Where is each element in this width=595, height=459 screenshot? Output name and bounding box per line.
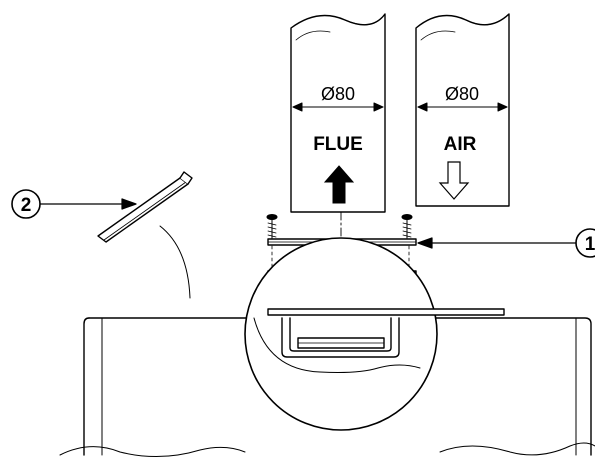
air-diameter-dimension xyxy=(417,102,508,112)
arrow-down-outline-icon xyxy=(438,161,470,200)
air-diameter-label: Ø80 xyxy=(445,84,479,104)
magnifier-circle xyxy=(244,237,438,431)
flue-pipe xyxy=(290,13,386,213)
callout-1-leader xyxy=(417,237,578,249)
callout-1-circle xyxy=(575,228,595,258)
callout-2-number: 2 xyxy=(21,195,32,216)
arrow-up-filled-icon xyxy=(323,165,355,204)
screw-left xyxy=(266,214,278,239)
flue-socket xyxy=(281,317,400,358)
boiler-top-plate xyxy=(267,308,505,316)
removal-path-curve xyxy=(159,225,191,299)
flue-diameter-label: Ø80 xyxy=(321,84,355,104)
boiler-outline xyxy=(59,317,595,457)
callout-2-circle xyxy=(11,189,41,219)
air-label: AIR xyxy=(444,134,477,155)
flue-diameter-dimension xyxy=(292,102,384,112)
removed-cover xyxy=(97,171,193,243)
screw-right xyxy=(401,214,413,239)
callout-1-number: 1 xyxy=(585,234,595,255)
air-pipe xyxy=(415,13,510,207)
flue-label: FLUE xyxy=(313,134,363,155)
callout-2-leader xyxy=(39,198,137,210)
